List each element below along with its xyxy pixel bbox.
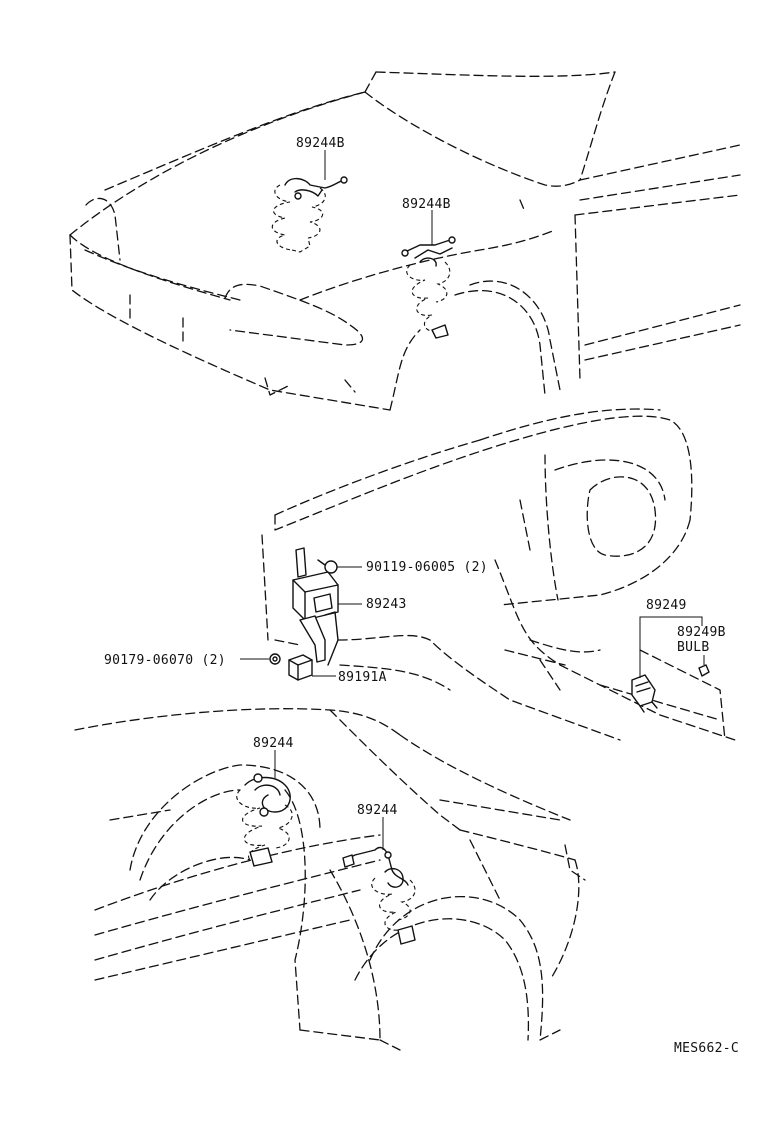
grommet-90179 — [269, 653, 281, 665]
relay-89191a — [288, 654, 313, 681]
label-89249: 89249 — [646, 598, 687, 613]
front-car-body — [69, 71, 741, 411]
clip-90119 — [317, 559, 338, 574]
label-90119-06005: 90119-06005 (2) — [366, 560, 488, 575]
label-89191a: 89191A — [338, 670, 387, 685]
control-module-89243 — [292, 547, 339, 666]
interior-body — [261, 408, 736, 741]
harness-89244-left — [236, 773, 293, 867]
leader-p7 — [639, 616, 703, 678]
label-89249b: 89249B — [677, 625, 726, 640]
bulb-89249b — [698, 664, 710, 677]
label-89244b-b: 89244B — [402, 197, 451, 212]
label-89244-a: 89244 — [253, 736, 294, 751]
harness-89244b-left — [271, 176, 348, 253]
label-bulb: BULB — [677, 640, 710, 655]
label-89244-b: 89244 — [357, 803, 398, 818]
harness-89244-right — [342, 846, 416, 945]
figure-code: MES662-C — [674, 1041, 739, 1056]
indicator-89249 — [631, 674, 658, 713]
harness-89244b-fender — [401, 236, 456, 339]
label-89244b-a: 89244B — [296, 136, 345, 151]
label-89243: 89243 — [366, 597, 407, 612]
label-90179-06070: 90179-06070 (2) — [104, 653, 226, 668]
rear-car-body — [74, 708, 586, 1051]
